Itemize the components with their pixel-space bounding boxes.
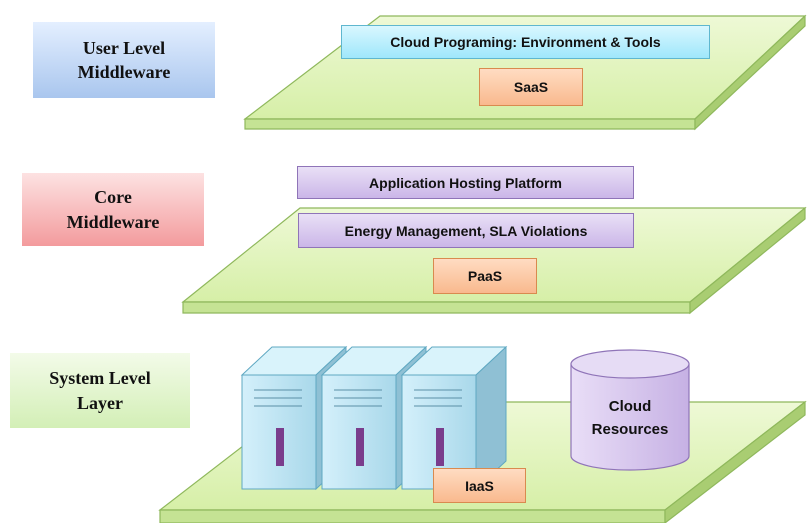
system-level-layer-label: System Level Layer <box>10 353 190 428</box>
user-level-middleware-label: User Level Middleware <box>33 22 215 98</box>
paas-box: PaaS <box>433 258 537 294</box>
user-level-label-line1: User Level <box>82 37 166 58</box>
cloud-programming-box: Cloud Programing: Environment & Tools <box>341 25 710 59</box>
server-3 <box>400 345 508 491</box>
core-middleware-label: Core Middleware <box>22 173 204 246</box>
cloud-resources-line1: Cloud <box>608 398 652 415</box>
iaas-box: IaaS <box>433 468 526 503</box>
system-label-line2: Layer <box>77 392 123 413</box>
energy-management-box: Energy Management, SLA Violations <box>298 213 634 248</box>
cloud-resources-label: Cloud Resources <box>571 396 689 441</box>
saas-box: SaaS <box>479 68 583 106</box>
core-label-line1: Core <box>94 187 132 208</box>
cloud-resources-cylinder <box>570 349 690 471</box>
core-label-line2: Middleware <box>66 211 160 232</box>
system-label-line1: System Level <box>49 368 151 389</box>
application-hosting-platform-box: Application Hosting Platform <box>297 166 634 199</box>
user-level-label-line2: Middleware <box>77 62 171 82</box>
cloud-resources-line2: Resources <box>591 420 669 438</box>
